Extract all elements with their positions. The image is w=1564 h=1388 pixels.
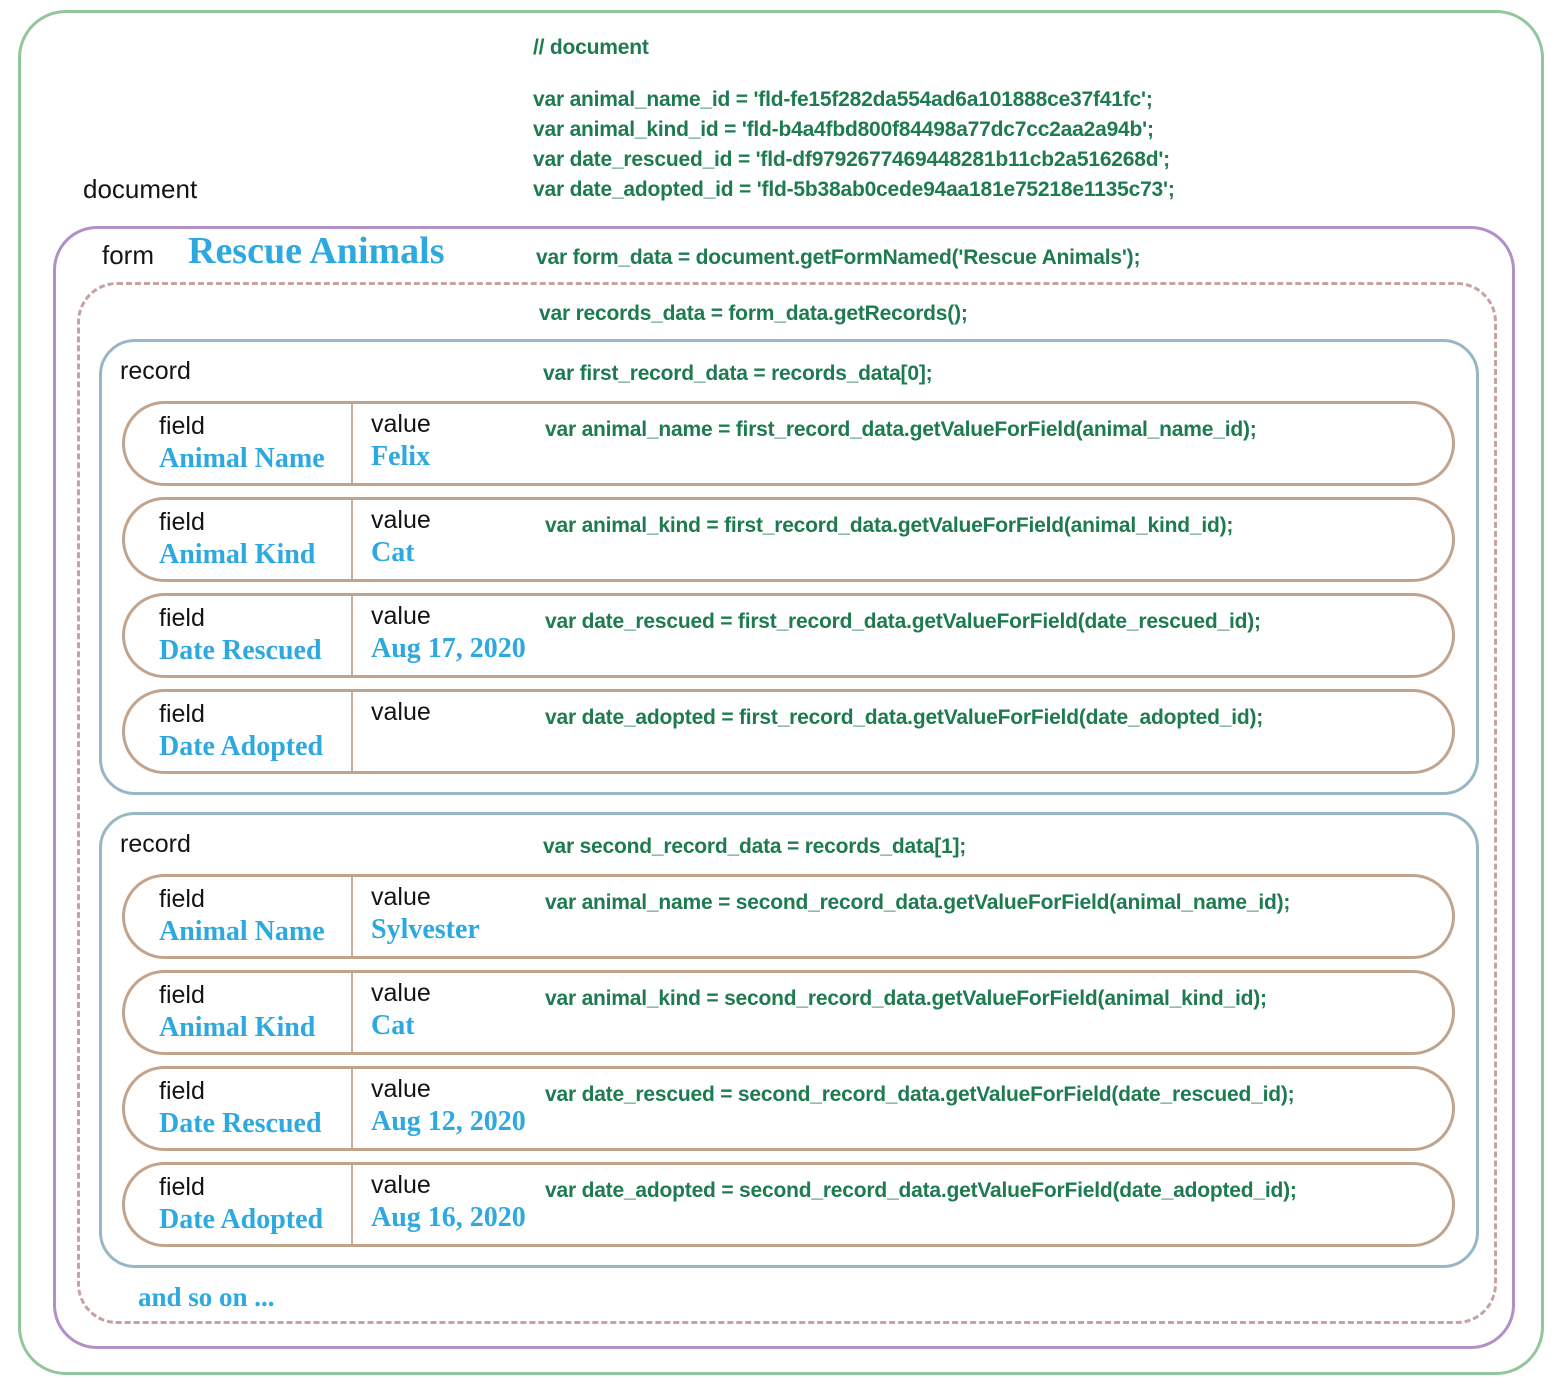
value-label: value [371,698,431,726]
field-value-divider [351,500,353,579]
field-value: Felix [371,441,431,472]
field-box: field Animal Name value Felix var animal… [122,401,1455,486]
field-value: Cat [371,537,415,568]
field-label: field [159,885,205,913]
field-value-divider [351,973,353,1052]
field-name: Date Rescued [159,1108,322,1139]
field-label: field [159,508,205,536]
value-label: value [371,1075,431,1103]
value-label: value [371,410,431,438]
field-value-divider [351,877,353,956]
field-name: Animal Name [159,443,325,474]
record-box-2: record var second_record_data = records_… [99,812,1479,1268]
record-label: record [120,830,191,858]
records-area: var records_data = form_data.getRecords(… [77,282,1497,1324]
field-box: field Animal Kind value Cat var animal_k… [122,970,1455,1055]
field-value: Aug 17, 2020 [371,633,526,664]
field-value: Aug 12, 2020 [371,1106,526,1137]
code-line-animal-kind-id: var animal_kind_id = 'fld-b4a4fbd800f844… [533,118,1154,141]
field-name: Animal Kind [159,1012,316,1043]
field-value: Sylvester [371,914,480,945]
document-label: document [83,174,198,204]
form-label: form [102,240,154,270]
code-id-lines: var animal_name_id = 'fld-fe15f282da554a… [533,85,1175,205]
document-container: // document var animal_name_id = 'fld-fe… [18,10,1544,1375]
field-label: field [159,412,205,440]
record-code: var first_record_data = records_data[0]; [543,362,933,385]
field-code: var animal_kind = second_record_data.get… [545,987,1267,1010]
field-name: Animal Name [159,916,325,947]
field-box: field Animal Name value Sylvester var an… [122,874,1455,959]
field-value: Aug 16, 2020 [371,1202,526,1233]
value-label: value [371,602,431,630]
field-code: var animal_name = second_record_data.get… [545,891,1291,914]
record-label: record [120,357,191,385]
field-name: Animal Kind [159,539,316,570]
field-code: var date_rescued = first_record_data.get… [545,610,1261,633]
field-name: Date Adopted [159,731,324,762]
code-line-date-rescued-id: var date_rescued_id = 'fld-df97926774694… [533,148,1170,171]
code-comment: // document [533,36,649,59]
field-name: Date Adopted [159,1204,324,1235]
field-code: var date_rescued = second_record_data.ge… [545,1083,1295,1106]
record-box-1: record var first_record_data = records_d… [99,339,1479,795]
code-line-date-adopted-id: var date_adopted_id = 'fld-5b38ab0cede94… [533,178,1175,201]
field-label: field [159,1077,205,1105]
field-value: Cat [371,1010,415,1041]
field-box: field Date Adopted value var date_adopte… [122,689,1455,774]
field-code: var date_adopted = second_record_data.ge… [545,1179,1297,1202]
code-line-animal-name-id: var animal_name_id = 'fld-fe15f282da554a… [533,88,1153,111]
field-label: field [159,700,205,728]
records-code: var records_data = form_data.getRecords(… [539,302,968,325]
field-value-divider [351,596,353,675]
field-value-divider [351,1165,353,1244]
field-label: field [159,981,205,1009]
field-box: field Date Rescued value Aug 17, 2020 va… [122,593,1455,678]
field-box: field Animal Kind value Cat var animal_k… [122,497,1455,582]
field-label: field [159,1173,205,1201]
field-code: var date_adopted = first_record_data.get… [545,706,1264,729]
field-value-divider [351,1069,353,1148]
form-code: var form_data = document.getFormNamed('R… [536,246,1141,269]
value-label: value [371,979,431,1007]
value-label: value [371,506,431,534]
field-value-divider [351,404,353,483]
field-code: var animal_name = first_record_data.getV… [545,418,1257,441]
field-code: var animal_kind = first_record_data.getV… [545,514,1234,537]
and-so-on-text: and so on ... [138,1282,275,1312]
field-label: field [159,604,205,632]
value-label: value [371,883,431,911]
field-name: Date Rescued [159,635,322,666]
form-container: form Rescue Animals var form_data = docu… [53,226,1515,1349]
value-label: value [371,1171,431,1199]
field-value-divider [351,692,353,771]
field-box: field Date Adopted value Aug 16, 2020 va… [122,1162,1455,1247]
record-code: var second_record_data = records_data[1]… [543,835,967,858]
field-box: field Date Rescued value Aug 12, 2020 va… [122,1066,1455,1151]
form-name: Rescue Animals [188,230,445,272]
